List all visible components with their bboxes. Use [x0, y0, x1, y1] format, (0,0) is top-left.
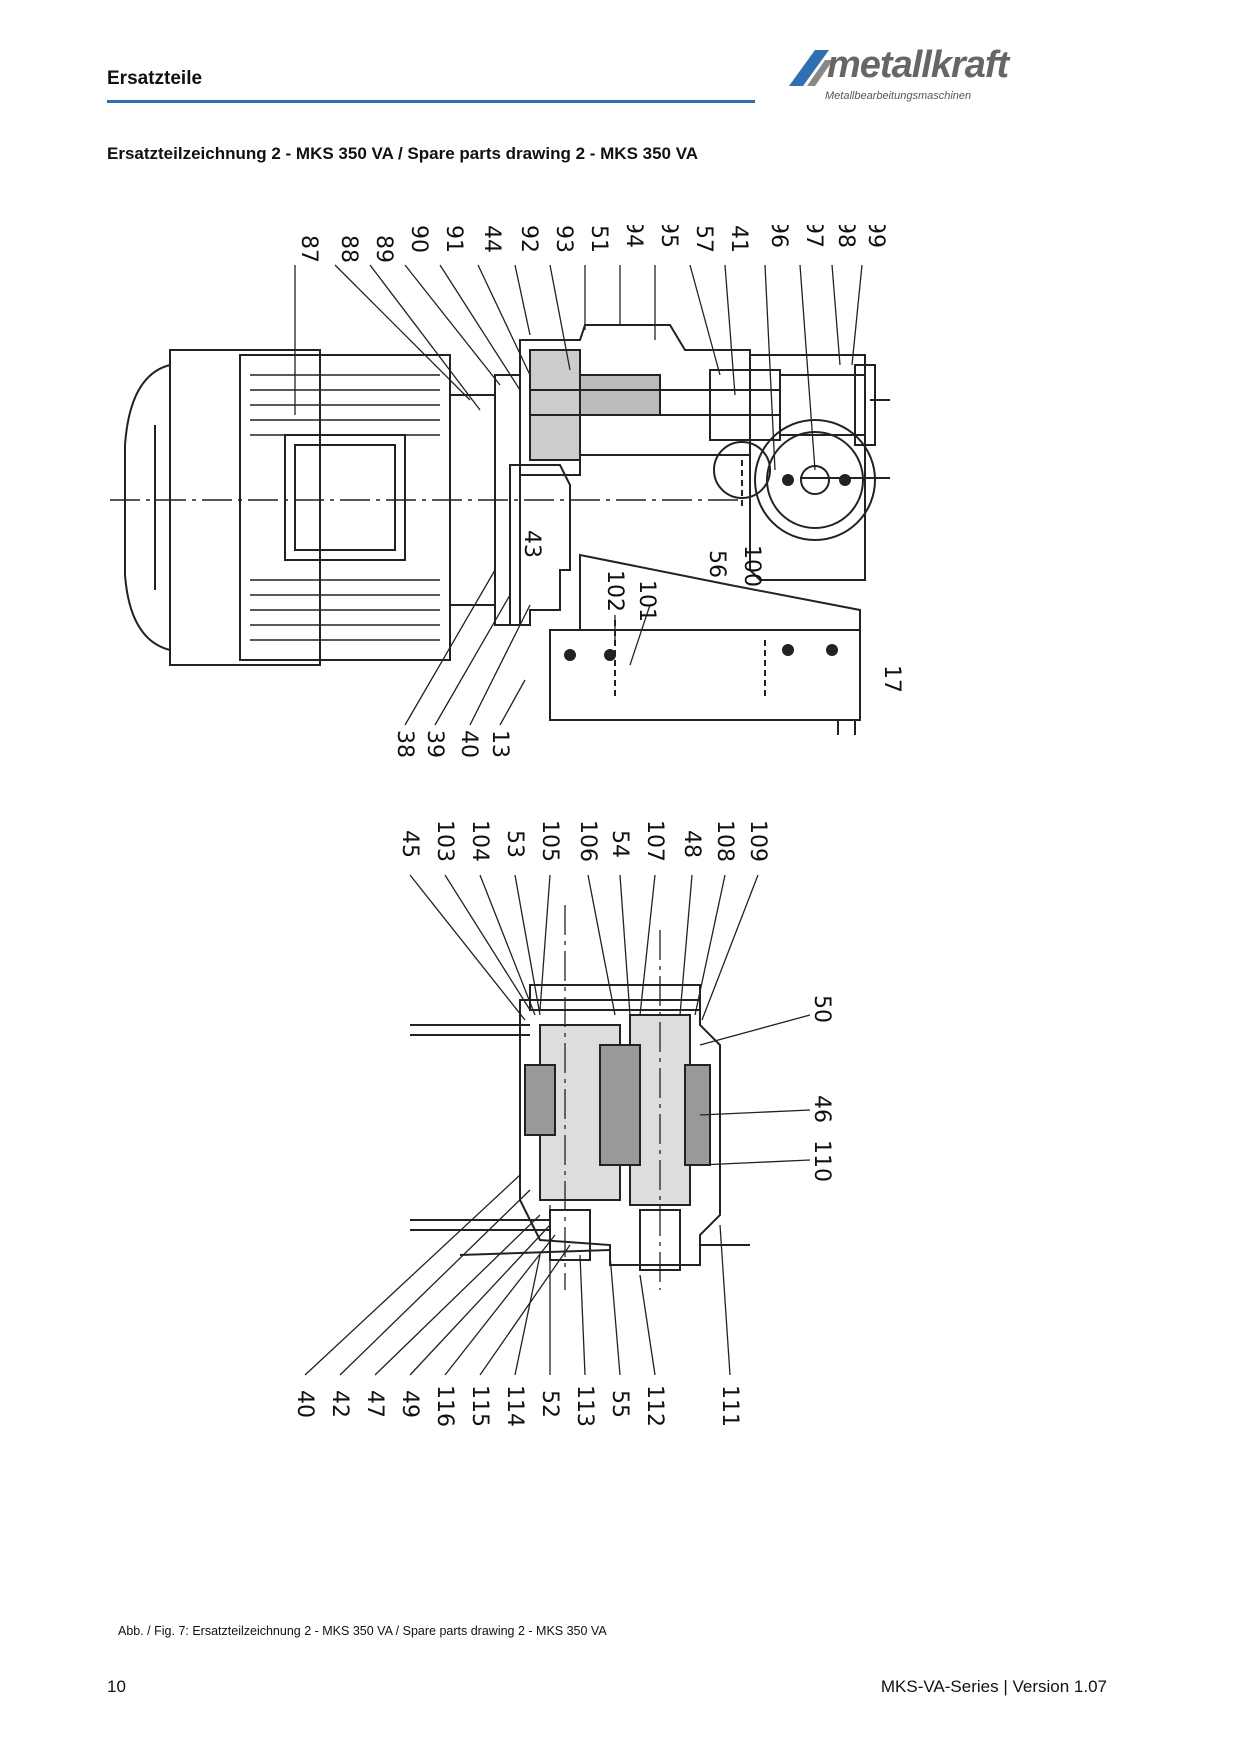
- drawing-subtitle: Ersatzteilzeichnung 2 - MKS 350 VA / Spa…: [107, 144, 699, 163]
- motor-assembly: [124, 349, 521, 666]
- label-114: 114: [502, 1385, 527, 1427]
- label-108: 108: [712, 820, 737, 862]
- label-113: 113: [572, 1385, 597, 1427]
- label-91: 91: [441, 225, 466, 253]
- label-95: 95: [656, 225, 681, 248]
- label-49: 49: [397, 1390, 422, 1418]
- label-99: 99: [863, 225, 888, 248]
- section-title: Ersatzteile: [107, 68, 203, 89]
- label-90: 90: [406, 225, 431, 253]
- label-110: 110: [809, 1140, 834, 1182]
- label-94: 94: [621, 225, 646, 248]
- document-version: MKS-VA-Series | Version 1.07: [880, 1677, 1107, 1696]
- gearbox-assembly: [509, 324, 890, 735]
- label-40: 40: [456, 730, 481, 758]
- label-44: 44: [479, 225, 504, 253]
- label-89: 89: [371, 235, 396, 263]
- label-87: 87: [296, 235, 321, 263]
- logo-mark-icon: [789, 50, 833, 86]
- spare-parts-drawing: 87 88 89 90 91 44 92 93 51 94 95 57 41 9…: [110, 225, 904, 1427]
- label-39: 39: [422, 730, 447, 758]
- label-54: 54: [607, 830, 632, 858]
- label-88: 88: [336, 235, 361, 263]
- label-13: 13: [487, 730, 512, 758]
- label-116: 116: [432, 1385, 457, 1427]
- label-92: 92: [516, 225, 541, 253]
- label-93: 93: [551, 225, 576, 253]
- label-17: 17: [879, 665, 904, 693]
- label-57: 57: [691, 225, 716, 253]
- label-43: 43: [519, 530, 544, 558]
- label-100: 100: [739, 545, 764, 587]
- label-52: 52: [537, 1390, 562, 1418]
- label-107: 107: [642, 820, 667, 862]
- label-47: 47: [362, 1390, 387, 1418]
- label-98: 98: [833, 225, 858, 248]
- label-56: 56: [704, 550, 729, 578]
- label-97: 97: [801, 225, 826, 248]
- figure-caption: Abb. / Fig. 7: Ersatzteilzeichnung 2 - M…: [118, 1624, 607, 1638]
- label-41: 41: [726, 225, 751, 253]
- logo-subtext: Metallbearbeitungsmaschinen: [825, 90, 972, 102]
- label-40-lower: 40: [292, 1390, 317, 1418]
- logo-wordmark: metallkraft: [827, 44, 1009, 86]
- header-rule: [107, 100, 755, 103]
- label-51: 51: [586, 225, 611, 253]
- label-38: 38: [392, 730, 417, 758]
- label-104: 104: [467, 820, 492, 862]
- brand-logo: metallkraft Metallbearbeitungsmaschinen: [785, 44, 1105, 110]
- label-109: 109: [745, 820, 770, 862]
- label-103: 103: [432, 820, 457, 862]
- label-46: 46: [809, 1095, 834, 1123]
- page-number: 10: [107, 1677, 126, 1696]
- label-115: 115: [467, 1385, 492, 1427]
- label-112: 112: [642, 1385, 667, 1427]
- label-42: 42: [327, 1390, 352, 1418]
- label-50: 50: [809, 995, 834, 1023]
- gear-housing-section: [410, 905, 750, 1290]
- label-105: 105: [537, 820, 562, 862]
- label-48: 48: [679, 830, 704, 858]
- label-55: 55: [607, 1390, 632, 1418]
- label-45: 45: [397, 830, 422, 858]
- label-111: 111: [717, 1385, 742, 1427]
- label-53: 53: [502, 830, 527, 858]
- label-102: 102: [602, 570, 627, 612]
- label-101: 101: [634, 580, 659, 622]
- label-106: 106: [575, 820, 600, 862]
- label-96: 96: [766, 225, 791, 248]
